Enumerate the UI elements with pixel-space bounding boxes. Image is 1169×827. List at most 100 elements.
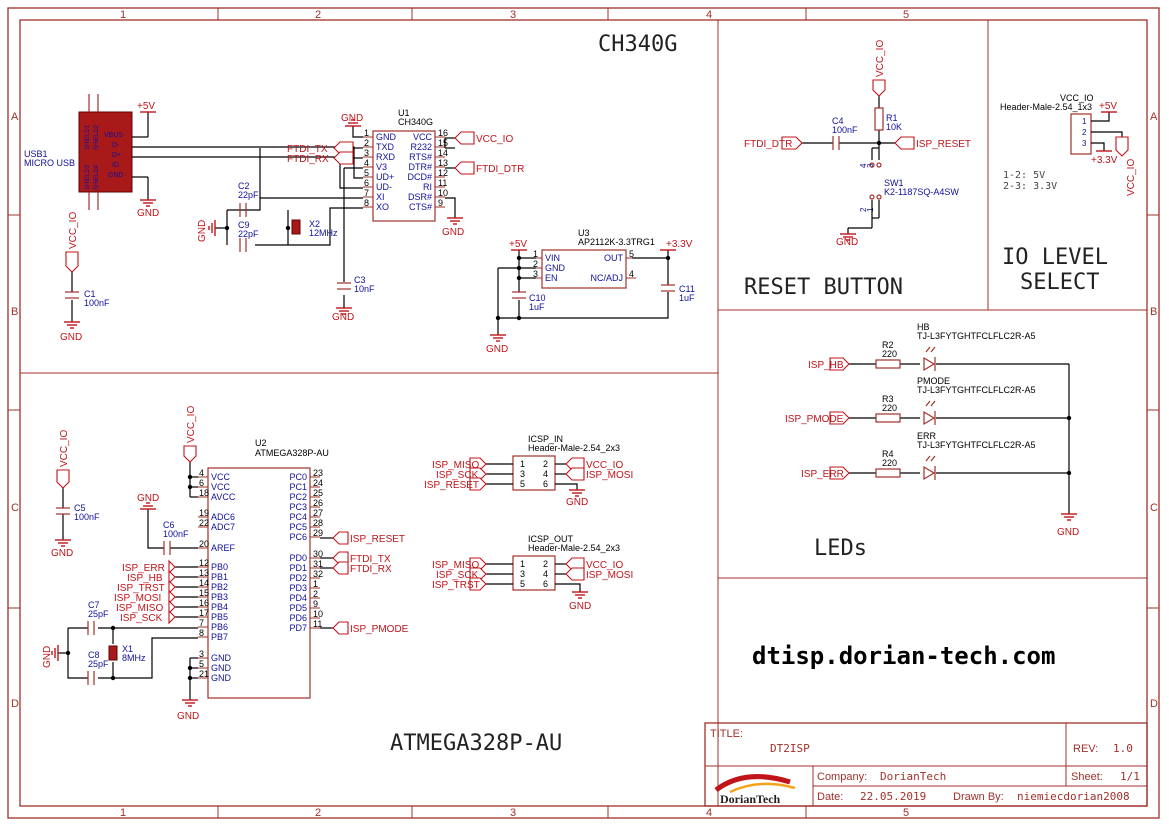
cap-c10: C10 1uF xyxy=(512,291,546,312)
u2-pin-name-pc0: PC0 xyxy=(289,472,307,482)
u2-pin-name-pc1: PC1 xyxy=(289,482,307,492)
x1-ref: X1 xyxy=(122,644,133,654)
u2-pin-num-19: 19 xyxy=(199,508,209,518)
u2-pin-num-6: 6 xyxy=(199,478,204,488)
u2-pin-num-18: 18 xyxy=(199,488,209,498)
u2-pin-num-26: 26 xyxy=(313,498,323,508)
u1-pin-num-13: 13 xyxy=(438,158,448,168)
u2-pin-name-pd4: PD4 xyxy=(289,593,307,603)
u2-pin-num-22: 22 xyxy=(199,518,209,528)
net-isp-sck-in: ISP_SCK xyxy=(436,470,479,481)
net-ftdi-dtr-reset: FTDI_DTR xyxy=(744,139,792,150)
vcc-io-u2-label: VCC_IO xyxy=(186,406,197,443)
u2-pin-name-pb1: PB1 xyxy=(211,572,228,582)
gnd-ldo: GND xyxy=(486,334,508,355)
c2-ref: C2 xyxy=(238,181,250,191)
col-label-3b: 3 xyxy=(510,807,516,819)
sw1-pin-3: 3 xyxy=(866,163,875,168)
u2-pin-name-aref: AREF xyxy=(211,543,236,553)
u1-pin-name-ri: RI xyxy=(423,182,432,192)
u2-pin-num-10: 10 xyxy=(313,609,323,619)
section-title-io-select: SELECT xyxy=(1020,270,1099,295)
gnd-leds-label: GND xyxy=(1057,527,1079,538)
u2-pin-num-1: 1 xyxy=(313,579,318,589)
x2-crystal-12mhz: X2 12MHz xyxy=(291,219,338,238)
u3-pin-name-vin: VIN xyxy=(545,253,560,263)
rev-value: 1.0 xyxy=(1113,742,1133,755)
c11-value: 1uF xyxy=(679,293,695,303)
u1-pin-num-16: 16 xyxy=(438,128,448,138)
net-vcc-io-out: VCC_IO xyxy=(586,560,623,571)
gnd-reset-label: GND xyxy=(836,237,858,248)
c5-value: 100nF xyxy=(74,512,100,522)
cap-c3: C3 10nF xyxy=(337,275,375,294)
u2-pin-name-adc7: ADC7 xyxy=(211,522,235,532)
section-title-leds: LEDs xyxy=(814,536,867,561)
vcc-io-reset-label: VCC_IO xyxy=(875,40,886,77)
u1-pin-num-12: 12 xyxy=(438,168,448,178)
sw1-value: K2-1187SQ-A4SW xyxy=(884,187,959,197)
section-title-atmega: ATMEGA328P-AU xyxy=(390,731,562,756)
net-isp-trst-out: ISP_TRST xyxy=(432,580,480,591)
usb-pin-id: ID xyxy=(112,162,119,169)
u2-pin-num-28: 28 xyxy=(313,518,323,528)
row-label-b: B xyxy=(11,306,18,318)
u2-pin-num-20: 20 xyxy=(199,539,209,549)
cap-c8: C8 25pF xyxy=(87,650,109,685)
vcc-io-c5: VCC_IO xyxy=(56,430,70,489)
u2-pin-name-pb3: PB3 xyxy=(211,592,228,602)
pwr-5v-hdr: +5V xyxy=(1099,101,1117,112)
net-isp-miso-out: ISP_MISO xyxy=(432,560,479,571)
u3-pin-name-gnd: GND xyxy=(545,263,566,273)
u1-ref: U1 xyxy=(398,108,410,118)
u3-pin-num-3: 3 xyxy=(533,269,538,279)
u2-ref: U2 xyxy=(255,438,267,448)
u3-ref: U3 xyxy=(578,228,590,238)
u3-pin-name-ncadj: NC/ADJ xyxy=(590,273,623,283)
gnd-x2: GND xyxy=(197,220,216,242)
sheet-frame: 1 2 3 4 5 1 2 3 4 5 A B C D A B C D xyxy=(7,7,1160,819)
led-hb-ref: HB xyxy=(917,322,930,332)
wires-ldo xyxy=(495,250,671,335)
icsp-out-pin-2: 2 xyxy=(543,559,548,569)
gnd-ldo-label: GND xyxy=(486,344,508,355)
u2-pin-name-avcc: AVCC xyxy=(211,492,236,502)
vcc-io-reset: VCC_IO xyxy=(872,40,886,97)
vcc-io-c1-label: VCC_IO xyxy=(68,212,79,249)
u1-pin-name-dcd: DCD# xyxy=(407,172,432,182)
c9-ref: C9 xyxy=(238,220,250,230)
project-url[interactable]: dtisp.dorian-tech.com xyxy=(752,642,1055,670)
io-hdr-value: Header-Male-2.54_1x3 xyxy=(1000,102,1092,112)
icsp-out-pin-6: 6 xyxy=(543,579,548,589)
c8-ref: C8 xyxy=(88,650,100,660)
vcc-io-hdr-label: VCC_IO xyxy=(1126,159,1137,196)
u2-pin-name-adc6: ADC6 xyxy=(211,512,235,522)
u1-pin-num-1: 1 xyxy=(364,128,369,138)
net-isp-reset-in: ISP_RESET xyxy=(424,480,479,491)
u1-pin-num-6: 6 xyxy=(364,178,369,188)
row-label-a-r: A xyxy=(1150,111,1158,123)
row-label-d: D xyxy=(11,698,19,710)
sw1-pin-2: 2 xyxy=(859,207,868,212)
gnd-aref-label: GND xyxy=(137,493,159,504)
icsp-in-header: ICSP_IN Header-Male-2.54_2x3 1 3 5 2 4 6 xyxy=(486,434,620,491)
io-hdr-pin-3: 3 xyxy=(1082,139,1087,148)
gnd-icsp-out-label: GND xyxy=(569,601,591,612)
io-hdr-pin-1: 1 xyxy=(1082,117,1087,126)
icsp-in-pin-1: 1 xyxy=(520,459,525,469)
icsp-in-ref: ICSP_IN xyxy=(528,434,563,444)
u1-pin-num-7: 7 xyxy=(364,188,369,198)
net-isp-mosi-out: ISP_MOSI xyxy=(586,570,633,581)
sheet-value: 1/1 xyxy=(1120,770,1140,783)
x2-ref: X2 xyxy=(309,219,320,229)
u2-pin-name-pd1: PD1 xyxy=(289,563,307,573)
c6-value: 100nF xyxy=(163,529,189,539)
row-label-b-r: B xyxy=(1150,306,1157,318)
gnd-atmega-label: GND xyxy=(177,711,199,722)
io-hdr-ref: VCC_IO xyxy=(1060,93,1094,103)
u2-pin-name-pd3: PD3 xyxy=(289,583,307,593)
col-label-1: 1 xyxy=(120,9,126,21)
col-label-3: 3 xyxy=(510,9,516,21)
